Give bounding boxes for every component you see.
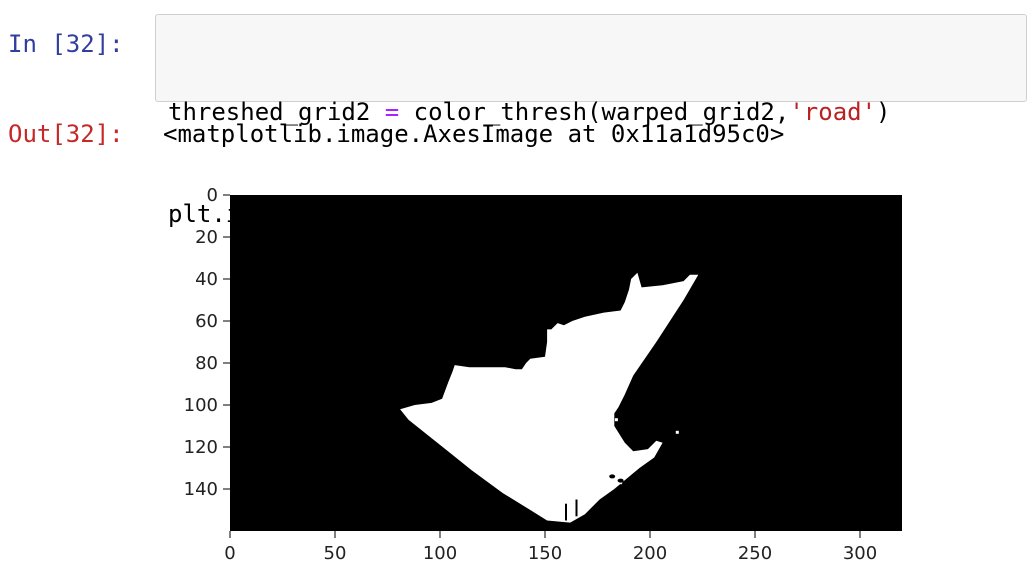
code-token: )	[876, 98, 891, 126]
code-token: threshed_grid2	[168, 98, 385, 126]
input-prompt: In [32]:	[8, 30, 124, 58]
code-token: =	[384, 98, 400, 126]
x-tick-label: 100	[423, 543, 457, 564]
white-speck	[617, 472, 620, 476]
threshold-regions	[400, 272, 699, 523]
output-prompt: Out[32]:	[8, 120, 124, 148]
white-speck	[675, 430, 679, 434]
code-line-1: threshed_grid2 = color_thresh(warped_gri…	[168, 95, 1026, 129]
y-tick-label: 140	[184, 479, 218, 500]
x-tick-label: 150	[528, 543, 562, 564]
y-tick-label: 40	[195, 269, 218, 290]
y-tick-label: 60	[195, 311, 218, 332]
white-speck	[619, 481, 623, 485]
code-token: color_thresh(warped_grid2,	[399, 98, 790, 126]
y-tick-label: 100	[184, 395, 218, 416]
code-cell-editor[interactable]: threshed_grid2 = color_thresh(warped_gri…	[155, 14, 1027, 228]
y-tick-label: 0	[207, 185, 218, 206]
code-token: 'road'	[789, 98, 877, 126]
white-speck	[614, 418, 618, 422]
y-tick-label: 20	[195, 227, 218, 248]
y-tick-label: 120	[184, 437, 218, 458]
y-tick-label: 80	[195, 353, 218, 374]
x-tick-label: 200	[633, 543, 667, 564]
output-text: <matplotlib.image.AxesImage at 0x11a1d95…	[163, 120, 785, 148]
imshow-plot: 0 50 100 150 200 250 300 0 20 40 60 80 100 120 140	[184, 185, 902, 564]
black-spot	[617, 478, 624, 483]
x-axis-ticks: 0 50 100 150 200 250 300	[224, 531, 877, 564]
black-spot	[609, 474, 616, 479]
x-tick-label: 50	[324, 543, 347, 564]
y-axis-ticks: 0 20 40 60 80 100 120 140	[184, 185, 230, 500]
white-region	[400, 272, 699, 523]
x-tick-label: 250	[738, 543, 772, 564]
x-tick-label: 0	[224, 543, 235, 564]
x-tick-label: 300	[843, 543, 877, 564]
